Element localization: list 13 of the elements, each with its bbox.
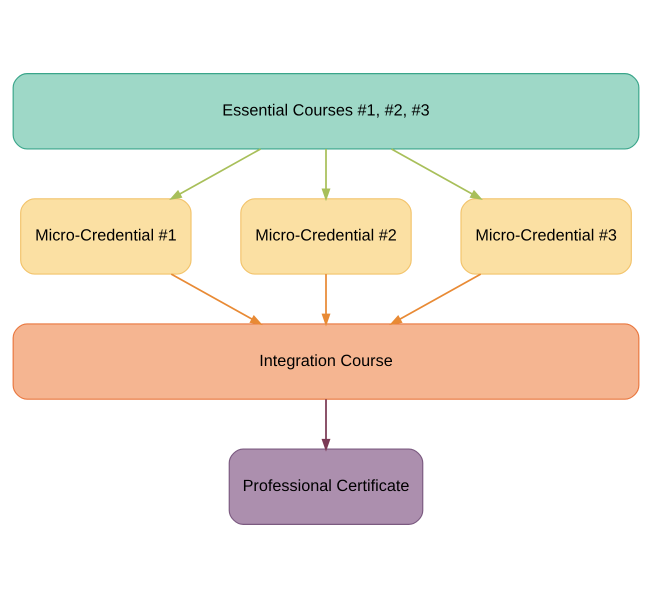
node-box: Integration Course bbox=[12, 323, 640, 400]
arrow bbox=[169, 148, 261, 200]
node-box: Professional Certificate bbox=[228, 448, 424, 525]
arrow bbox=[391, 148, 483, 200]
arrow bbox=[170, 273, 263, 326]
arrow bbox=[322, 148, 330, 202]
node-box: Essential Courses #1, #2, #3 bbox=[12, 73, 640, 150]
node-box: Micro-Credential #3 bbox=[460, 198, 632, 275]
node-box: Micro-Credential #1 bbox=[20, 198, 192, 275]
arrow bbox=[322, 274, 330, 326]
arrow bbox=[322, 399, 330, 452]
node-box: Micro-Credential #2 bbox=[240, 198, 412, 275]
arrow bbox=[389, 273, 482, 326]
